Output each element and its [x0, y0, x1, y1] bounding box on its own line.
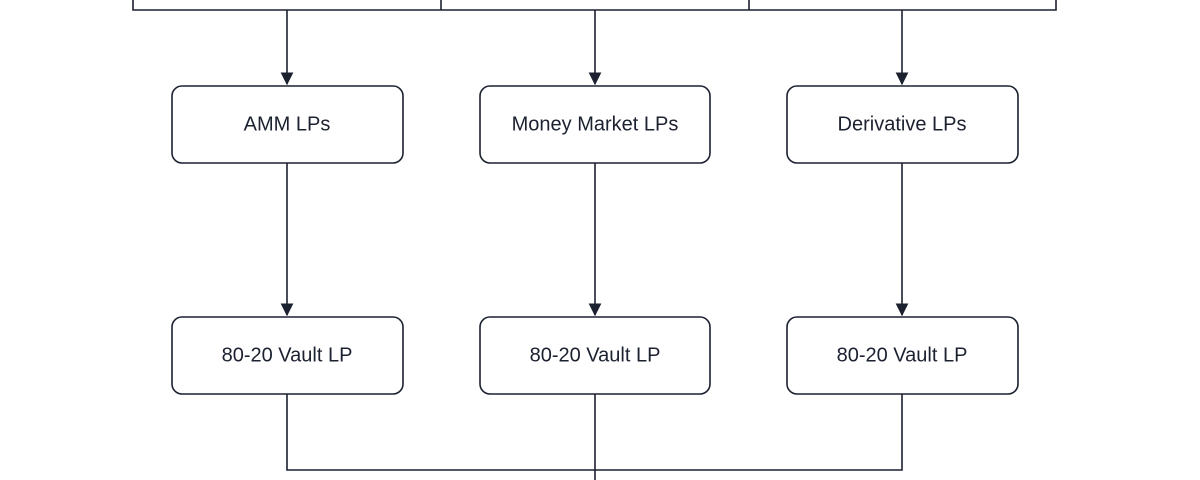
node-derivative-lps-label: Derivative LPs [838, 113, 967, 135]
node-vault-lp-3-label: 80-20 Vault LP [837, 344, 968, 366]
node-derivative-lps[interactable]: Derivative LPs [786, 85, 1019, 164]
edges-upstream-to-lp-types [280, 10, 909, 86]
node-money-market-lps[interactable]: Money Market LPs [479, 85, 711, 164]
node-money-market-lps-label: Money Market LPs [512, 113, 679, 135]
node-vault-lp-3[interactable]: 80-20 Vault LP [786, 316, 1019, 395]
node-vault-lp-1[interactable]: 80-20 Vault LP [171, 316, 404, 395]
upstream-container-bottom-edge [132, 0, 1057, 11]
node-vault-lp-2-label: 80-20 Vault LP [530, 344, 661, 366]
edges-lp-types-to-vaults [280, 163, 909, 317]
node-amm-lps-label: AMM LPs [244, 113, 331, 135]
edges-vaults-to-downstream [286, 394, 903, 480]
node-amm-lps[interactable]: AMM LPs [171, 85, 404, 164]
node-vault-lp-2[interactable]: 80-20 Vault LP [479, 316, 711, 395]
node-vault-lp-1-label: 80-20 Vault LP [222, 344, 353, 366]
upstream-container [132, 0, 1057, 11]
